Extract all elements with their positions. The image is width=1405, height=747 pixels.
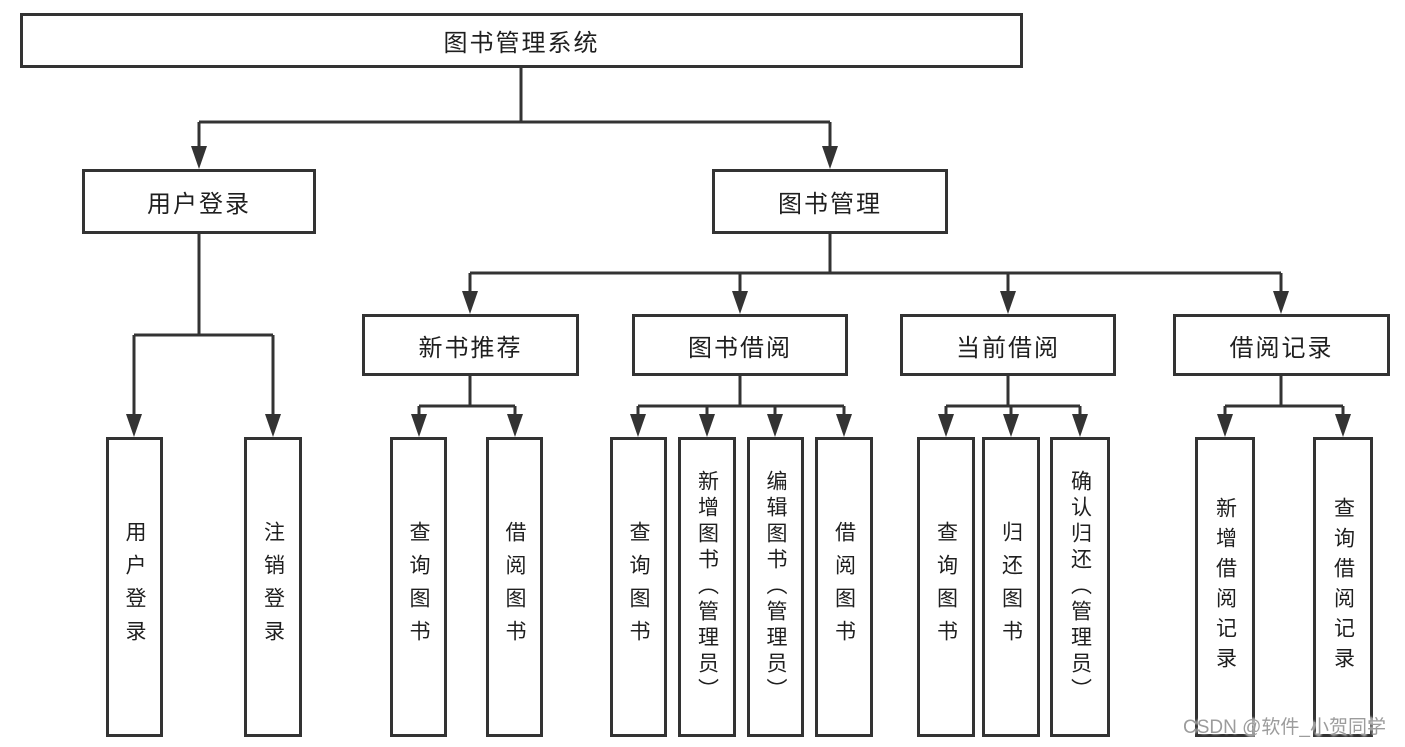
node-new-book-recommendation: 新书推荐: [362, 314, 579, 376]
connector-current-borrowing-to-leaves: [938, 376, 1088, 437]
leaf-borrow-books: 借阅图书: [815, 437, 873, 737]
leaf-query-books-current: 查询图书: [917, 437, 975, 737]
leaf-edit-books-admin: 编辑图书（管理员）: [747, 437, 804, 737]
node-borrowing-records: 借阅记录: [1173, 314, 1390, 376]
leaf-borrow-books-recommendation: 借阅图书: [486, 437, 543, 737]
watermark-csdn: CSDN @软件_小贺同学: [1183, 717, 1386, 738]
leaf-user-login: 用户登录: [106, 437, 163, 737]
node-user-login: 用户登录: [82, 169, 316, 234]
connector-root-to-level2: [191, 68, 838, 169]
connector-book-management-to-level3: [462, 234, 1289, 314]
node-current-borrowing: 当前借阅: [900, 314, 1116, 376]
leaf-query-books-borrowing: 查询图书: [610, 437, 667, 737]
connector-user-login-to-leaves: [126, 234, 281, 437]
node-library-system: 图书管理系统: [20, 13, 1023, 68]
connector-borrowing-records-to-leaves: [1217, 376, 1351, 437]
connector-new-book-to-leaves: [411, 376, 523, 437]
leaf-query-borrowing-record: 查询借阅记录: [1313, 437, 1373, 737]
leaf-return-books: 归还图书: [982, 437, 1040, 737]
leaf-confirm-return-admin: 确认归还（管理员）: [1050, 437, 1110, 737]
node-book-management: 图书管理: [712, 169, 948, 234]
leaf-add-borrowing-record: 新增借阅记录: [1195, 437, 1255, 737]
leaf-query-books-recommendation: 查询图书: [390, 437, 447, 737]
node-book-borrowing: 图书借阅: [632, 314, 848, 376]
leaf-logout: 注销登录: [244, 437, 302, 737]
leaf-add-books-admin: 新增图书（管理员）: [678, 437, 736, 737]
connector-book-borrowing-to-leaves: [630, 376, 852, 437]
